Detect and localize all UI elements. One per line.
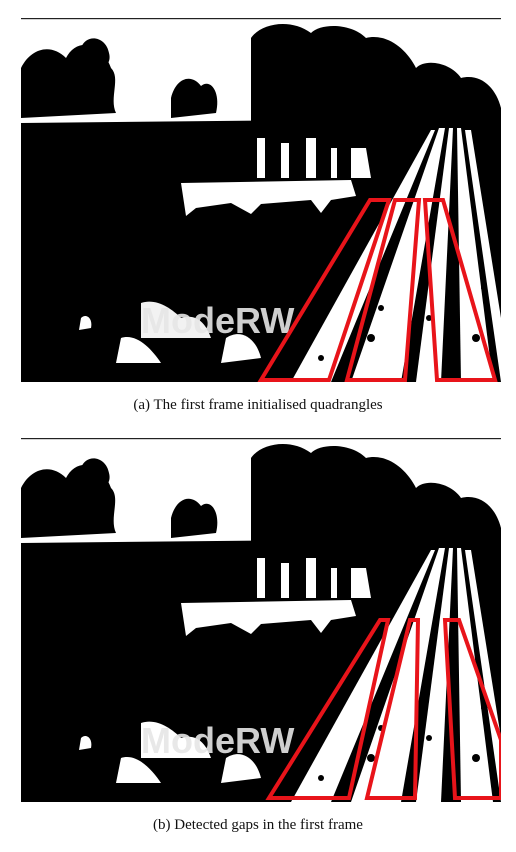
quadrangle-1 <box>257 198 392 382</box>
detected-gap-3 <box>442 618 501 800</box>
detected-gap-overlays <box>265 618 501 800</box>
quadrangle-3 <box>422 198 498 382</box>
detected-gap-1 <box>265 618 391 800</box>
figure-panel-b: ModeRW <box>21 438 501 802</box>
quadrangle-2 <box>344 198 422 382</box>
binary-field-image-a: ModeRW <box>21 18 501 382</box>
caption-a: (a) The first frame initialised quadrang… <box>133 397 383 413</box>
caption-b: (b) Detected gaps in the first frame <box>153 817 363 833</box>
quadrangle-overlays <box>257 198 498 382</box>
watermark-text: ModeRW <box>141 720 294 761</box>
detected-gap-2 <box>364 618 421 800</box>
watermark-text: ModeRW <box>141 300 294 341</box>
binary-field-image-b: ModeRW <box>21 438 501 802</box>
figure-panel-a: ModeRW <box>21 18 501 382</box>
